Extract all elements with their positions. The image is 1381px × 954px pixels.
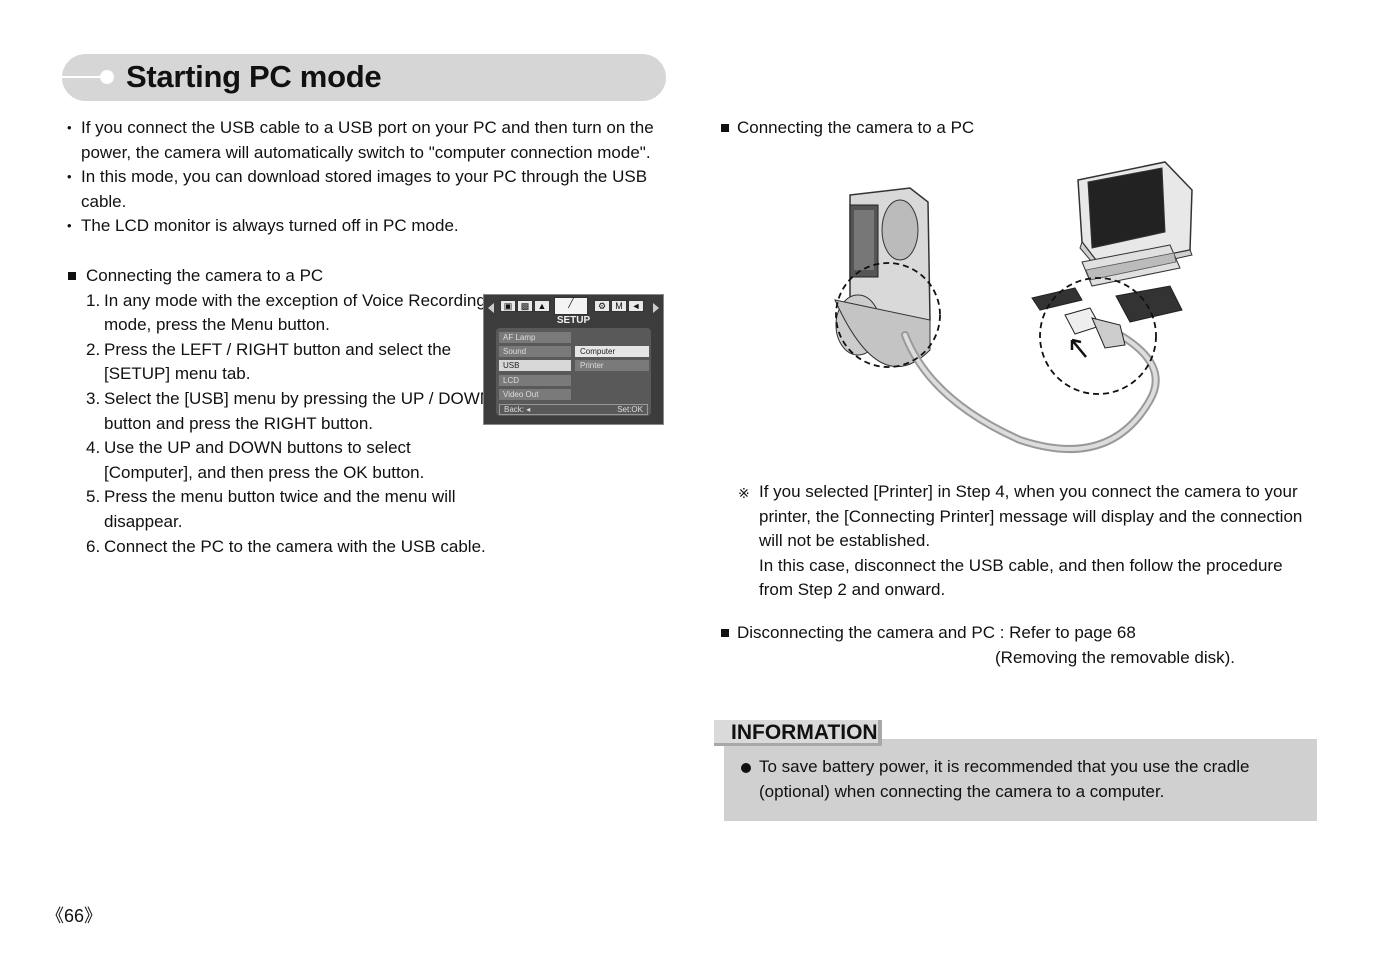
lcd-back-label: Back: ◂ [504,405,531,414]
bullet-dot-icon [741,763,751,773]
gear-tab-icon: ⚙ [594,300,610,312]
lcd-menu-item-selected: USB [499,360,571,371]
list-item: 4.Use the UP and DOWN buttons to select … [66,436,504,485]
step-text: Press the LEFT / RIGHT button and select… [104,339,452,384]
title-decoration-dot [100,70,114,84]
lcd-menu-item: AF Lamp [499,332,571,343]
disconnect-text: Disconnecting the camera and PC : Refer … [737,623,1136,642]
lcd-setup-menu: ▣ ▩ ▲ ╱ ⚙ M ◄ SETUP AF Lamp Sound USB LC… [483,294,664,425]
square-bullet-icon [721,629,729,637]
printer-note: ※ If you selected [Printer] in Step 4, w… [738,480,1318,603]
page-title: Starting PC mode [126,59,382,94]
monitor-icon [1077,161,1193,287]
usb-plug-icon [1064,307,1126,349]
left-column: If you connect the USB cable to a USB po… [66,116,666,559]
note-text: In this case, disconnect the USB cable, … [759,555,1283,600]
display-tab-icon: ▩ [517,300,533,312]
camera-pc-connection-illustration [834,161,1193,453]
step-text: Connect the PC to the camera with the US… [104,536,486,556]
list-item: 1.In any mode with the exception of Voic… [66,289,504,338]
lcd-menu-item: LCD [499,375,571,386]
intro-bullet: The LCD monitor is always turned off in … [66,214,666,239]
disconnect-subtext: (Removing the removable disk). [995,647,1235,667]
square-bullet-icon [68,271,76,280]
information-text: To save battery power, it is recommended… [759,757,1250,801]
mode-tab-m: M [611,300,627,312]
step-number: 4. [86,438,101,458]
lang-tab-icon: ◄ [628,300,644,312]
title-decoration-line [62,76,102,78]
step-text: In any mode with the exception of Voice … [104,290,486,335]
disconnect-line: Disconnecting the camera and PC : Refer … [721,621,1321,646]
page-number: 《66》 [46,906,103,926]
disconnect-section: Disconnecting the camera and PC : Refer … [721,621,1321,670]
setup-tab-icon: ╱ [554,297,588,315]
right-section-heading-text: Connecting the camera to a PC [737,118,975,137]
step-text: Press the menu button twice and the menu… [104,487,456,531]
step-number: 1. [86,290,101,310]
lcd-set-label: Set:OK [617,405,643,414]
right-section-heading: Connecting the camera to a PC [721,116,1321,141]
list-item: 2.Press the LEFT / RIGHT button and sele… [66,338,504,387]
lcd-menu-panel: AF Lamp Sound USB LCD Video Out Computer… [496,328,651,416]
camera-tab-icon: ▣ [500,300,516,312]
lcd-footer: Back: ◂ Set:OK [499,404,648,415]
left-section-heading: Connecting the camera to a PC [66,264,666,289]
reference-mark-icon: ※ [738,485,750,501]
information-label: INFORMATION [714,720,882,746]
step-text: Select the [USB] menu by pressing the UP… [104,388,493,433]
square-bullet-icon [721,124,729,132]
lcd-tab-bar: ▣ ▩ ▲ ╱ ⚙ M ◄ [498,297,650,315]
step-number: 2. [86,339,101,359]
left-section-heading-text: Connecting the camera to a PC [86,265,324,285]
pc-zoom-circle [1039,277,1157,395]
arrow-right-icon [653,303,659,313]
step-text: Use the UP and DOWN buttons to select [C… [104,438,425,482]
arrow-left-icon [488,303,494,313]
information-box [724,739,1317,821]
list-item: 5.Press the menu button twice and the me… [66,485,504,534]
right-column: Connecting the camera to a PC [721,116,1321,141]
step-number: 5. [86,487,101,507]
list-item: 3.Select the [USB] menu by pressing the … [66,387,504,436]
intro-bullet: In this mode, you can download stored im… [66,165,666,214]
step-number: 3. [86,388,101,408]
arrow-icon [1070,338,1087,358]
intro-bullet: If you connect the USB cable to a USB po… [66,116,666,165]
scene-tab-icon: ▲ [534,300,550,312]
note-text: If you selected [Printer] in Step 4, whe… [759,482,1303,551]
steps-list: 1.In any mode with the exception of Voic… [66,289,666,560]
camera-zoom-circle [835,262,941,368]
step-number: 6. [86,536,101,556]
lcd-menu-item: Sound [499,346,571,357]
camera-icon [834,187,931,368]
list-item: 6.Connect the PC to the camera with the … [66,535,504,560]
lcd-option-selected: Computer [575,346,649,357]
lcd-tab-title: SETUP [556,315,591,326]
keyboard-icon [1031,285,1183,323]
lcd-option: Printer [575,360,649,371]
title-bar: Starting PC mode [62,54,666,101]
lcd-menu-item: Video Out [499,389,571,400]
